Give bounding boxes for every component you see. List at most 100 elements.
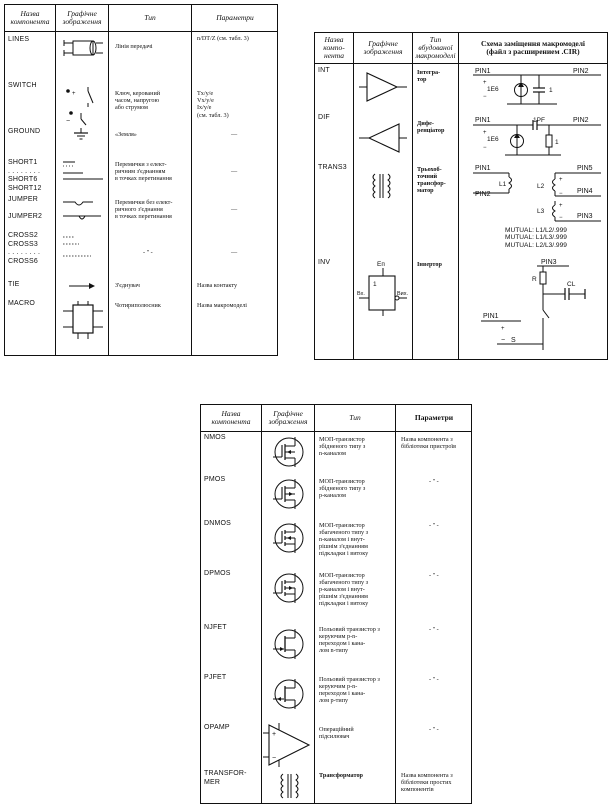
component-params: - " - bbox=[429, 726, 439, 733]
table-row: NMOS МОП-транзистор збідненого типу з n-… bbox=[201, 433, 471, 473]
pjfet-icon bbox=[273, 679, 304, 709]
component-table-1: Назва компонента Графічне зображення Тип… bbox=[4, 4, 278, 356]
header-name: Назва компонента bbox=[211, 409, 251, 426]
component-type: Чотириполюсник bbox=[115, 302, 161, 309]
pin1-label: PIN1 bbox=[483, 313, 499, 320]
component-type: Трьохоб- точний трансфор- матор bbox=[417, 166, 446, 194]
integrator-scheme: PIN1 PIN2 + 1E6 − 1 bbox=[473, 68, 601, 105]
component-name: PJFET bbox=[204, 674, 227, 681]
table1-header: Назва компонента Графічне зображення Тип… bbox=[5, 5, 277, 32]
ep-label: Еп bbox=[377, 261, 385, 268]
output-label: Вих. bbox=[397, 291, 408, 297]
input-label: Вх. bbox=[357, 291, 365, 297]
cap-label: 1PF bbox=[533, 117, 545, 124]
component-name: DNMOS bbox=[204, 520, 232, 527]
component-name: TRANSFOR- MER bbox=[204, 770, 247, 786]
component-params: — bbox=[231, 249, 238, 256]
table-row: DIF Дифе- ренціатор PIN1 1PF PIN2 + 1E6 … bbox=[315, 113, 607, 161]
component-name: DPMOS bbox=[204, 570, 231, 577]
transformer-3-scheme: PIN1 PIN5 L1 PIN2 + − L2 PIN4 + − L3 bbox=[473, 165, 601, 222]
inverter-scheme: PIN3 R CL PIN1 + − S bbox=[481, 259, 586, 350]
table-row: OPAMP + − Операційний підсилювач - " - bbox=[201, 723, 471, 767]
switch-icon: + − bbox=[66, 87, 94, 126]
macro-block-icon bbox=[63, 301, 103, 339]
component-name: INT bbox=[318, 67, 330, 74]
svg-text:−: − bbox=[559, 215, 563, 221]
svg-text:−: − bbox=[272, 755, 276, 762]
table3-header: Назва компонента Графічне зображення Тип… bbox=[201, 405, 471, 432]
table-row: INT Інтегра- тор PIN1 PIN2 + 1E6 − 1 bbox=[315, 66, 607, 110]
component-name: TIE bbox=[8, 281, 20, 288]
header-params: Параметри bbox=[414, 413, 454, 422]
header-graphic: Графічне зображення bbox=[363, 39, 403, 56]
component-type: МОП-транзистор збагаченого типу з p-кана… bbox=[319, 572, 369, 607]
component-name: SWITCH bbox=[8, 82, 37, 89]
component-name: INV bbox=[318, 259, 331, 266]
svg-text:−: − bbox=[501, 337, 505, 344]
svg-text:+: + bbox=[72, 91, 76, 97]
svg-text:+: + bbox=[501, 326, 505, 332]
component-params: Назва макромоделі bbox=[197, 302, 248, 309]
macromodel-table: Назва компо- нента Графічне зображення Т… bbox=[314, 32, 608, 360]
table2-header: Назва компо- нента Графічне зображення Т… bbox=[315, 33, 607, 64]
short-icon bbox=[63, 161, 103, 180]
component-type: Польовий транзистор з керуючим p-n- пере… bbox=[319, 676, 380, 704]
table-row: GROUND «Земля» — bbox=[5, 127, 277, 157]
header-type: Тип bbox=[349, 413, 361, 422]
table-row: JUMPER JUMPER2 Перемички без елект- ричн… bbox=[5, 196, 277, 230]
pin1-label: PIN1 bbox=[475, 165, 491, 172]
component-params: Назва компонента з бібліотеки пристроїв bbox=[401, 436, 457, 451]
pin3-label: PIN3 bbox=[577, 213, 593, 220]
component-type: Лінія передачі bbox=[115, 43, 153, 50]
component-name: LINES bbox=[8, 36, 30, 43]
transmission-line-icon bbox=[63, 40, 103, 56]
r-label: R bbox=[532, 276, 537, 283]
arrow-right-icon bbox=[69, 283, 95, 289]
opamp-icon: + − bbox=[263, 723, 311, 767]
pin1-label: PIN1 bbox=[475, 68, 491, 75]
svg-text:+: + bbox=[483, 80, 487, 86]
svg-text:−: − bbox=[559, 191, 563, 197]
header-type: Тип вбудованої макромоделі bbox=[415, 35, 456, 60]
component-params: - " - bbox=[429, 626, 439, 633]
component-type: Дифе- ренціатор bbox=[417, 120, 445, 134]
dpmos-icon bbox=[273, 573, 304, 603]
svg-text:+: + bbox=[559, 203, 563, 209]
pin2-label: PIN2 bbox=[573, 117, 589, 124]
header-name: Назва компо- нента bbox=[323, 35, 345, 60]
component-type: Ключ, керований часом, напругою або стру… bbox=[115, 90, 161, 111]
component-params: Назва компонента з бібліотеки простих ко… bbox=[401, 772, 453, 794]
component-name: CROSS2 CROSS3 . . . . . . . . CROSS6 bbox=[8, 232, 41, 265]
cl-label: CL bbox=[567, 281, 576, 288]
component-name: TRANS3 bbox=[318, 164, 347, 171]
header-params: Параметри bbox=[216, 13, 254, 22]
table-row: DPMOS МОП-транзистор збагаченого типу з … bbox=[201, 569, 471, 621]
component-type: МОП-транзистор збідненого типу з n-канал… bbox=[319, 436, 366, 457]
component-type: Інвертор bbox=[417, 261, 442, 268]
header-graphic: Графічне зображення bbox=[268, 409, 308, 426]
component-params: Назва контакту bbox=[197, 282, 238, 289]
component-name: DIF bbox=[318, 114, 330, 121]
table-row: TRANS3 Трьохоб- точний трансфор- матор P… bbox=[315, 163, 607, 255]
jumper-icon bbox=[63, 201, 101, 220]
component-type: Трансформатор bbox=[319, 772, 363, 779]
component-params: — bbox=[231, 131, 238, 138]
component-type: «Земля» bbox=[115, 131, 137, 138]
nmos-icon bbox=[273, 437, 304, 467]
component-name: SHORT1 . . . . . . . . SHORT6 SHORT12 bbox=[8, 159, 42, 192]
component-type: З'єднувач bbox=[115, 282, 140, 289]
header-scheme: Схема заміщення макромоделі (файл з расш… bbox=[480, 39, 586, 56]
res-label: 1 bbox=[555, 139, 559, 146]
header-graphic: Графічне зображення bbox=[62, 9, 102, 26]
table-row: SWITCH + − Ключ, керований часом, напруг… bbox=[5, 81, 277, 129]
table-row: MACRO Чотириполюсник Назва макромоделі bbox=[5, 299, 277, 347]
component-type: - " - bbox=[143, 249, 153, 256]
integrator-icon bbox=[359, 72, 407, 102]
component-type: Перемички без елект- ричного з'єднання в… bbox=[115, 199, 173, 220]
component-params: Tx/y/e Vx/y/e Ix/y/e (см. табл. 3) bbox=[197, 90, 229, 119]
component-params: - " - bbox=[429, 522, 439, 529]
njfet-icon bbox=[273, 629, 304, 659]
cap-label: 1 bbox=[549, 87, 553, 94]
ground-icon bbox=[74, 128, 88, 140]
table-row: NJFET Польовий транзистор з керуючим p-n… bbox=[201, 623, 471, 671]
